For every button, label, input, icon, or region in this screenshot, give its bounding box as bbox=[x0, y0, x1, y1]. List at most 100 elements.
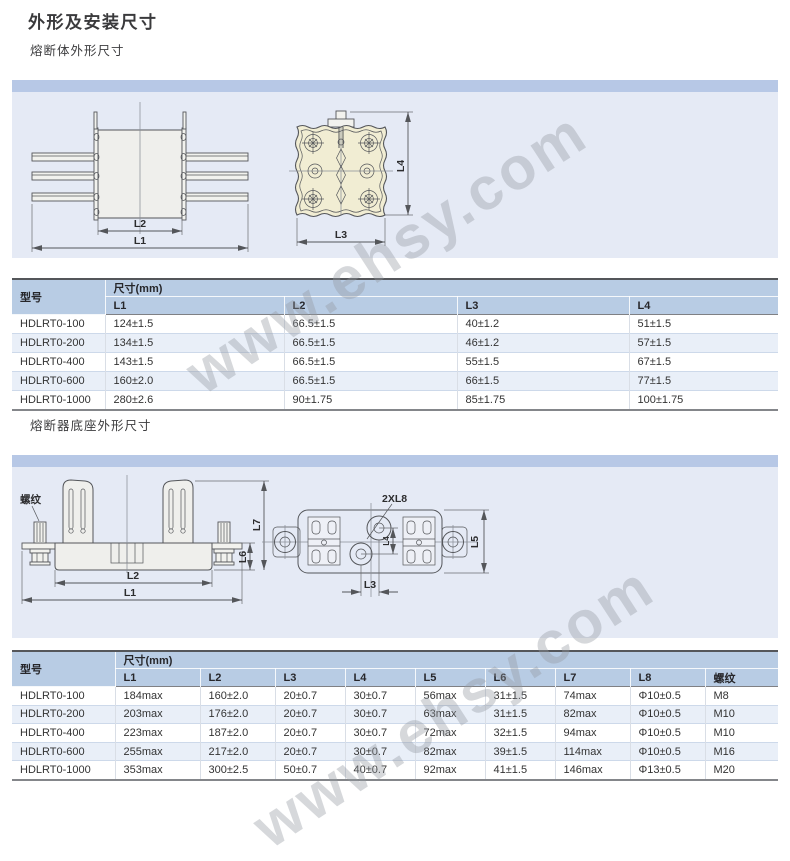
table-row: HDLRT0-100 184max 160±2.0 20±0.7 30±0.7 … bbox=[12, 686, 778, 706]
value-cell: 203max bbox=[115, 704, 201, 724]
value-cell: 66.5±1.5 bbox=[284, 352, 458, 372]
value-cell: 77±1.5 bbox=[629, 371, 779, 391]
column-header: L4 bbox=[629, 296, 779, 315]
table-row: HDLRT0-100 124±1.5 66.5±1.5 40±1.2 51±1.… bbox=[12, 314, 778, 334]
value-cell: 67±1.5 bbox=[629, 352, 779, 372]
value-cell: 94max bbox=[555, 723, 631, 743]
value-cell: 280±2.6 bbox=[105, 390, 285, 410]
table-row: HDLRT0-600 160±2.0 66.5±1.5 66±1.5 77±1.… bbox=[12, 371, 779, 391]
column-header-size: 尺寸(mm) bbox=[115, 651, 779, 669]
fuse-body-dimensions-table: 型号 尺寸(mm) L1 L2 L3 L4 HDLRT0-100 124±1.5… bbox=[12, 278, 779, 411]
value-cell: 66±1.5 bbox=[457, 371, 630, 391]
value-cell: 40±0.7 bbox=[345, 760, 416, 780]
value-cell: 20±0.7 bbox=[275, 741, 346, 761]
fuse-base-drawing: 螺纹 L2 L1 L6 L7 bbox=[20, 475, 489, 604]
value-cell: 217±2.0 bbox=[200, 741, 276, 761]
column-header-model: 型号 bbox=[12, 279, 106, 315]
column-header: L4 bbox=[345, 668, 416, 687]
value-cell: 30±0.7 bbox=[345, 723, 416, 743]
value-cell: Φ10±0.5 bbox=[630, 686, 706, 706]
dimension-label-l6: L6 bbox=[237, 551, 249, 563]
dimension-label-l2: L2 bbox=[134, 218, 146, 230]
value-cell: 146max bbox=[555, 760, 631, 780]
value-cell: 85±1.75 bbox=[457, 390, 630, 410]
dimension-label-l5: L5 bbox=[469, 536, 481, 548]
value-cell: 20±0.7 bbox=[275, 686, 346, 706]
value-cell: 300±2.5 bbox=[200, 760, 276, 780]
model-cell: HDLRT0-100 bbox=[12, 686, 116, 706]
column-header-model: 型号 bbox=[12, 651, 116, 687]
value-cell: 176±2.0 bbox=[200, 704, 276, 724]
model-cell: HDLRT0-200 bbox=[12, 704, 116, 724]
value-cell: 184max bbox=[115, 686, 201, 706]
base-side-view: 螺纹 L2 L1 L6 L7 bbox=[20, 475, 269, 604]
column-header: 螺纹 bbox=[705, 668, 779, 687]
value-cell: 56max bbox=[415, 686, 486, 706]
value-cell: 39±1.5 bbox=[485, 741, 556, 761]
value-cell: 160±2.0 bbox=[200, 686, 276, 706]
dimension-label-l1: L1 bbox=[134, 235, 146, 247]
value-cell: 57±1.5 bbox=[629, 333, 779, 353]
value-cell: M10 bbox=[705, 723, 779, 743]
value-cell: 41±1.5 bbox=[485, 760, 556, 780]
column-header: L1 bbox=[115, 668, 201, 687]
table-row: HDLRT0-600 255max 217±2.0 20±0.7 30±0.7 … bbox=[12, 741, 779, 761]
table-row: HDLRT0-200 203max 176±2.0 20±0.7 30±0.7 … bbox=[12, 704, 779, 724]
page-title: 外形及安装尺寸 bbox=[28, 13, 158, 32]
model-cell: HDLRT0-400 bbox=[12, 723, 116, 743]
value-cell: 124±1.5 bbox=[105, 314, 285, 334]
dimension-label-l7: L7 bbox=[251, 519, 263, 531]
column-header: L3 bbox=[457, 296, 630, 315]
value-cell: 30±0.7 bbox=[345, 741, 416, 761]
dimension-label-l3: L3 bbox=[364, 579, 376, 591]
value-cell: Φ10±0.5 bbox=[630, 704, 706, 724]
value-cell: 31±1.5 bbox=[485, 704, 556, 724]
column-header-size: 尺寸(mm) bbox=[105, 279, 779, 297]
dimension-label-l4: L4 bbox=[395, 160, 407, 172]
value-cell: 92max bbox=[415, 760, 486, 780]
dimension-label-l3: L3 bbox=[335, 229, 347, 241]
value-cell: 72max bbox=[415, 723, 486, 743]
section2-subtitle: 熔断器底座外形尺寸 bbox=[30, 419, 152, 433]
value-cell: 55±1.5 bbox=[457, 352, 630, 372]
value-cell: 100±1.75 bbox=[629, 390, 779, 410]
section1-subtitle: 熔断体外形尺寸 bbox=[30, 44, 125, 58]
value-cell: 66.5±1.5 bbox=[284, 333, 458, 353]
table-row: HDLRT0-200 134±1.5 66.5±1.5 46±1.2 57±1.… bbox=[12, 333, 779, 353]
value-cell: 30±0.7 bbox=[345, 686, 416, 706]
fuse-body-drawing: L2 L1 bbox=[31, 102, 413, 252]
value-cell: M10 bbox=[705, 704, 779, 724]
value-cell: 66.5±1.5 bbox=[284, 314, 458, 334]
value-cell: 143±1.5 bbox=[105, 352, 285, 372]
model-cell: HDLRT0-200 bbox=[12, 333, 106, 353]
column-header: L8 bbox=[630, 668, 706, 687]
value-cell: 134±1.5 bbox=[105, 333, 285, 353]
model-cell: HDLRT0-600 bbox=[12, 741, 116, 761]
table-row: HDLRT0-400 143±1.5 66.5±1.5 55±1.5 67±1.… bbox=[12, 352, 779, 372]
value-cell: 32±1.5 bbox=[485, 723, 556, 743]
value-cell: 20±0.7 bbox=[275, 723, 346, 743]
model-cell: HDLRT0-100 bbox=[12, 314, 106, 334]
model-cell: HDLRT0-1000 bbox=[12, 390, 106, 410]
fuse-body-diagram-panel: L2 L1 bbox=[12, 80, 778, 258]
panel-top-band bbox=[12, 455, 778, 467]
value-cell: 30±0.7 bbox=[345, 704, 416, 724]
value-cell: 66.5±1.5 bbox=[284, 371, 458, 391]
column-header: L2 bbox=[284, 296, 458, 315]
value-cell: M20 bbox=[705, 760, 779, 780]
fuse-top-view: L4 L3 bbox=[289, 110, 413, 246]
hole-callout-label: 2XL8 bbox=[382, 493, 407, 505]
value-cell: 82max bbox=[415, 741, 486, 761]
fuse-base-diagram-panel: 螺纹 L2 L1 L6 L7 bbox=[12, 455, 778, 638]
dimension-label-l1: L1 bbox=[124, 587, 136, 599]
value-cell: Φ13±0.5 bbox=[630, 760, 706, 780]
value-cell: M16 bbox=[705, 741, 779, 761]
value-cell: 50±0.7 bbox=[275, 760, 346, 780]
column-header: L7 bbox=[555, 668, 631, 687]
value-cell: 223max bbox=[115, 723, 201, 743]
column-header: L6 bbox=[485, 668, 556, 687]
value-cell: 31±1.5 bbox=[485, 686, 556, 706]
base-top-view: 2XL8 L4 L3 L5 bbox=[262, 493, 489, 597]
model-cell: HDLRT0-400 bbox=[12, 352, 106, 372]
value-cell: 114max bbox=[555, 741, 631, 761]
